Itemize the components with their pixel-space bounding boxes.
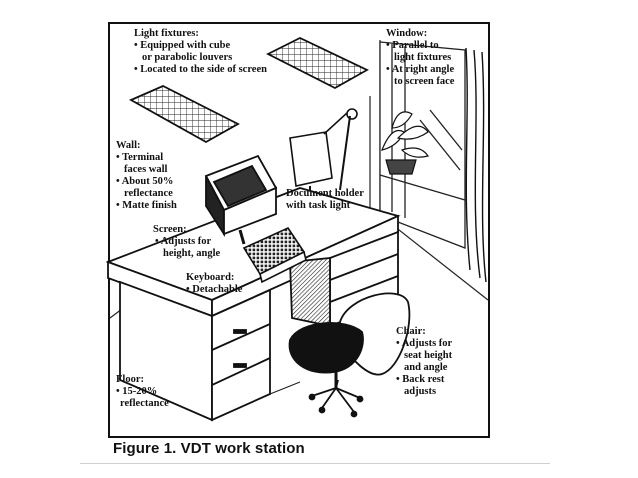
plant-icon — [381, 111, 429, 175]
light-fixture-right — [265, 36, 369, 90]
callout-chair: Chair: • Adjusts for seat height and ang… — [396, 326, 452, 398]
window-line-1: • Parallel to — [386, 40, 439, 51]
window-line-4: to screen face — [394, 76, 455, 87]
chair-line-1: • Adjusts for — [396, 338, 453, 349]
keyboard — [242, 226, 307, 284]
wall-line-5: • Matte finish — [116, 200, 177, 211]
chair-line-2: seat height — [404, 350, 453, 361]
chair — [288, 292, 411, 418]
keyboard-heading: Keyboard: — [186, 272, 235, 283]
monitor — [204, 154, 278, 245]
window-line-2: light fixtures — [394, 52, 452, 63]
wall-heading: Wall: — [116, 140, 141, 151]
divider — [80, 463, 550, 464]
callout-screen: Screen: • Adjusts for height, angle — [153, 224, 220, 260]
chair-line-3: and angle — [404, 362, 448, 373]
wall-line-4: reflectance — [124, 188, 173, 199]
document-holder-line-2: with task light — [286, 200, 351, 211]
callout-wall: Wall: • Terminal faces wall • About 50% … — [116, 140, 177, 212]
figure-caption: Figure 1. VDT work station — [113, 440, 305, 457]
window — [379, 41, 466, 249]
light-fixture-left — [128, 85, 240, 144]
screen-line-1: • Adjusts for — [155, 236, 212, 247]
window-line-3: • At right angle — [386, 64, 455, 75]
light-fixtures-heading: Light fixtures: — [134, 28, 199, 39]
chair-line-5: adjusts — [404, 386, 437, 397]
callout-window: Window: • Parallel to light fixtures • A… — [386, 28, 454, 88]
screen-line-2: height, angle — [163, 248, 221, 259]
callout-floor: Floor: • 15-20% reflectance — [116, 374, 169, 410]
document-holder-line-1: Document holder — [286, 188, 364, 199]
callout-document-holder: Document holder with task light — [286, 188, 364, 212]
wall-line-3: • About 50% — [116, 176, 174, 187]
floor-line-2: reflectance — [120, 398, 169, 409]
window-heading: Window: — [386, 28, 428, 39]
chair-heading: Chair: — [396, 326, 426, 337]
wall-line-2: faces wall — [124, 164, 168, 175]
callout-light-fixtures: Light fixtures: • Equipped with cube or … — [134, 28, 267, 76]
light-fixtures-line-3: • Located to the side of screen — [134, 64, 267, 75]
curtain — [465, 47, 487, 283]
wall-line-1: • Terminal — [116, 152, 164, 163]
floor-line — [269, 381, 301, 395]
figure-frame — [108, 22, 490, 438]
keyboard-line-1: • Detachable — [186, 284, 243, 295]
screen-heading: Screen: — [153, 224, 187, 235]
callout-keyboard: Keyboard: • Detachable — [186, 272, 242, 296]
floor-line-1: • 15-20% — [116, 386, 158, 397]
document-holder — [289, 108, 358, 198]
light-fixtures-line-2: or parabolic louvers — [142, 52, 233, 63]
light-fixtures-line-1: • Equipped with cube — [134, 40, 231, 51]
chair-line-4: • Back rest — [396, 374, 445, 385]
floor-heading: Floor: — [116, 374, 144, 385]
